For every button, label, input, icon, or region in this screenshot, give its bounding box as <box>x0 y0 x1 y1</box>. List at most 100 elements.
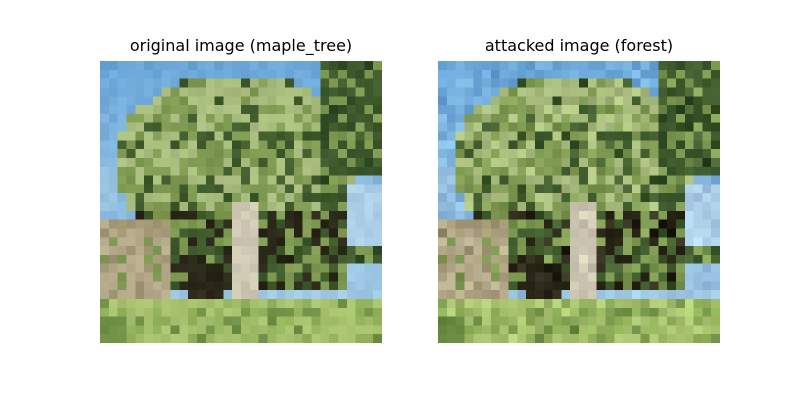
image-pixel <box>152 105 162 115</box>
image-pixel <box>302 184 312 194</box>
image-pixel <box>188 105 198 115</box>
image-pixel <box>311 193 321 203</box>
image-pixel <box>241 325 250 335</box>
image-pixel <box>161 122 171 132</box>
image-pixel <box>364 202 374 211</box>
image-pixel <box>373 290 382 300</box>
image-pixel <box>285 272 295 282</box>
image-pixel <box>446 298 456 308</box>
image-pixel <box>543 69 553 79</box>
image-pixel <box>329 263 339 273</box>
image-pixel <box>373 237 382 247</box>
image-pixel <box>170 298 180 308</box>
image-pixel <box>587 140 597 150</box>
image-pixel <box>561 69 571 79</box>
image-pixel <box>241 272 250 282</box>
image-pixel <box>455 325 465 335</box>
image-pixel <box>126 69 136 79</box>
image-pixel <box>649 113 659 123</box>
image-pixel <box>320 325 330 335</box>
image-pixel <box>161 184 171 194</box>
image-pixel <box>258 69 268 79</box>
image-pixel <box>293 149 303 159</box>
image-pixel <box>482 307 492 317</box>
image-pixel <box>702 96 712 106</box>
image-pixel <box>552 96 562 106</box>
image-pixel <box>702 237 712 247</box>
image-pixel <box>649 69 659 79</box>
image-pixel <box>552 122 562 132</box>
image-pixel <box>526 140 536 150</box>
image-pixel <box>587 272 597 282</box>
image-pixel <box>684 202 694 211</box>
image-pixel <box>473 316 483 326</box>
image-pixel <box>508 298 518 308</box>
image-pixel <box>117 228 127 238</box>
image-pixel <box>214 69 224 79</box>
image-pixel <box>446 61 456 70</box>
image-pixel <box>570 184 580 194</box>
image-pixel <box>579 290 588 300</box>
image-pixel <box>693 246 703 256</box>
image-pixel <box>196 307 206 317</box>
image-pixel <box>640 69 650 79</box>
image-pixel <box>473 105 483 115</box>
image-pixel <box>658 61 668 70</box>
image-pixel <box>693 105 703 115</box>
image-pixel <box>526 193 536 203</box>
image-pixel <box>438 78 447 88</box>
image-pixel <box>675 298 685 308</box>
image-pixel <box>631 316 641 326</box>
image-pixel <box>684 228 694 238</box>
image-pixel <box>100 219 109 229</box>
image-pixel <box>302 61 312 70</box>
image-pixel <box>311 166 321 176</box>
image-pixel <box>117 281 127 291</box>
image-pixel <box>438 254 447 264</box>
image-pixel <box>711 254 720 264</box>
image-pixel <box>455 263 465 273</box>
image-pixel <box>161 228 171 238</box>
image-pixel <box>711 131 720 141</box>
image-pixel <box>543 246 553 256</box>
image-pixel <box>135 219 145 229</box>
image-pixel <box>561 149 571 159</box>
image-pixel <box>285 78 295 88</box>
image-pixel <box>311 281 321 291</box>
image-pixel <box>214 254 224 264</box>
image-pixel <box>473 246 483 256</box>
image-pixel <box>693 166 703 176</box>
image-pixel <box>684 210 694 220</box>
image-pixel <box>579 219 588 229</box>
image-pixel <box>684 61 694 70</box>
image-pixel <box>346 263 356 273</box>
image-pixel <box>355 61 365 70</box>
image-pixel <box>455 210 465 220</box>
image-pixel <box>355 237 365 247</box>
image-pixel <box>364 325 374 335</box>
image-pixel <box>464 210 474 220</box>
image-pixel <box>605 228 615 238</box>
image-pixel <box>135 281 145 291</box>
image-pixel <box>614 298 624 308</box>
image-pixel <box>675 202 685 211</box>
image-pixel <box>552 219 562 229</box>
image-pixel <box>179 325 189 335</box>
image-pixel <box>337 61 347 70</box>
image-pixel <box>205 246 215 256</box>
image-pixel <box>214 246 224 256</box>
image-pixel <box>614 149 624 159</box>
image-pixel <box>320 246 330 256</box>
image-pixel <box>346 166 356 176</box>
image-pixel <box>205 105 215 115</box>
image-pixel <box>640 202 650 211</box>
image-pixel <box>355 140 365 150</box>
image-pixel <box>561 87 571 97</box>
image-pixel <box>482 246 492 256</box>
image-pixel <box>649 149 659 159</box>
image-pixel <box>161 78 171 88</box>
image-pixel <box>552 263 562 273</box>
image-pixel <box>214 78 224 88</box>
image-pixel <box>446 193 456 203</box>
image-pixel <box>455 237 465 247</box>
